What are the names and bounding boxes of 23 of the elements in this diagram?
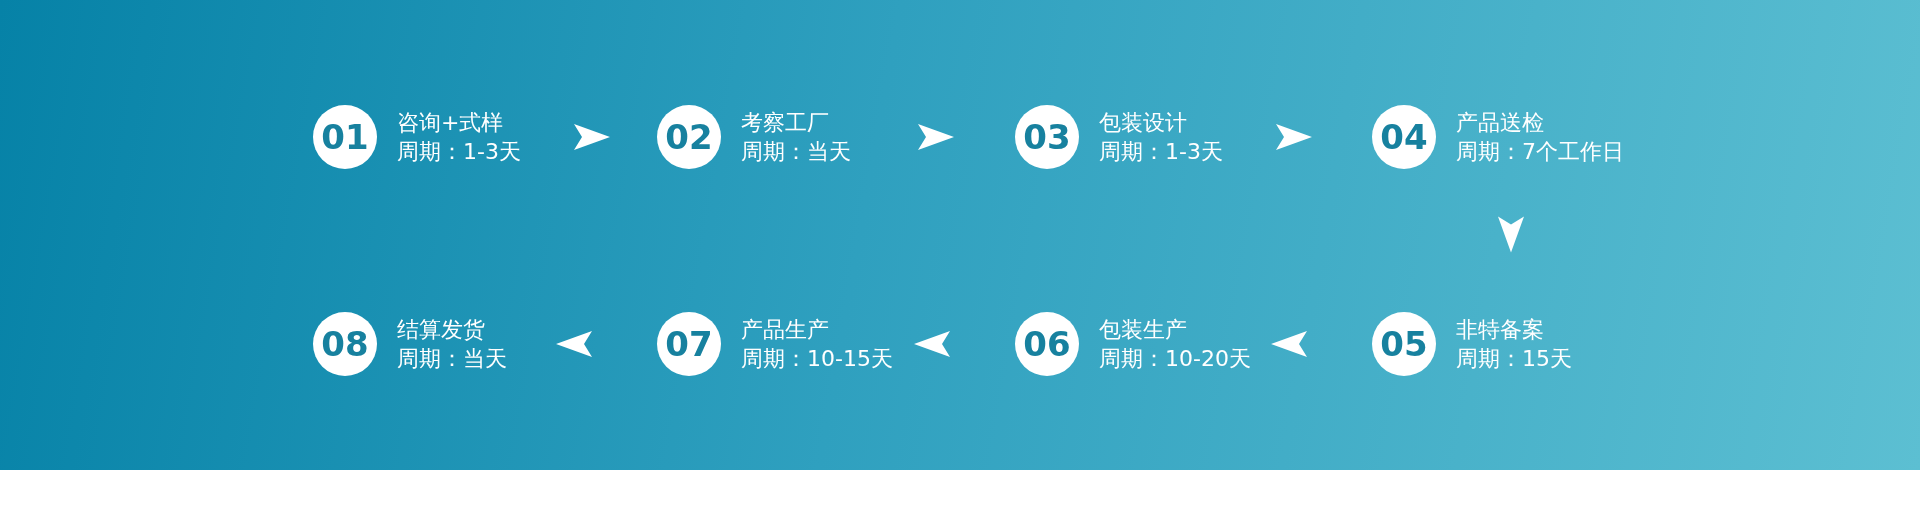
step-duration: 周期：当天 [397, 345, 507, 373]
arrow [556, 331, 592, 357]
step-duration: 周期：7个工作日 [1456, 138, 1624, 166]
arrow [574, 124, 610, 150]
step-title: 包装设计 [1099, 109, 1188, 137]
arrow [1498, 216, 1524, 253]
step-title: 考察工厂 [741, 109, 830, 137]
arrow [1271, 331, 1307, 357]
step-title: 产品送检 [1456, 109, 1545, 137]
step-duration: 周期：1-3天 [1099, 138, 1223, 166]
step-title: 咨询+式样 [397, 109, 505, 137]
arrow [1276, 124, 1312, 150]
step-title: 包装生产 [1099, 316, 1188, 344]
step-duration: 周期：10-15天 [741, 345, 893, 373]
step-title: 产品生产 [741, 316, 830, 344]
step-duration: 周期：1-3天 [397, 138, 521, 166]
step-title: 结算发货 [397, 316, 486, 344]
step-title: 非特备案 [1456, 316, 1545, 344]
step-duration: 周期：15天 [1456, 345, 1572, 373]
step-duration: 周期：当天 [741, 138, 851, 166]
arrow [918, 124, 954, 150]
arrow [914, 331, 950, 357]
step-duration: 周期：10-20天 [1099, 345, 1251, 373]
